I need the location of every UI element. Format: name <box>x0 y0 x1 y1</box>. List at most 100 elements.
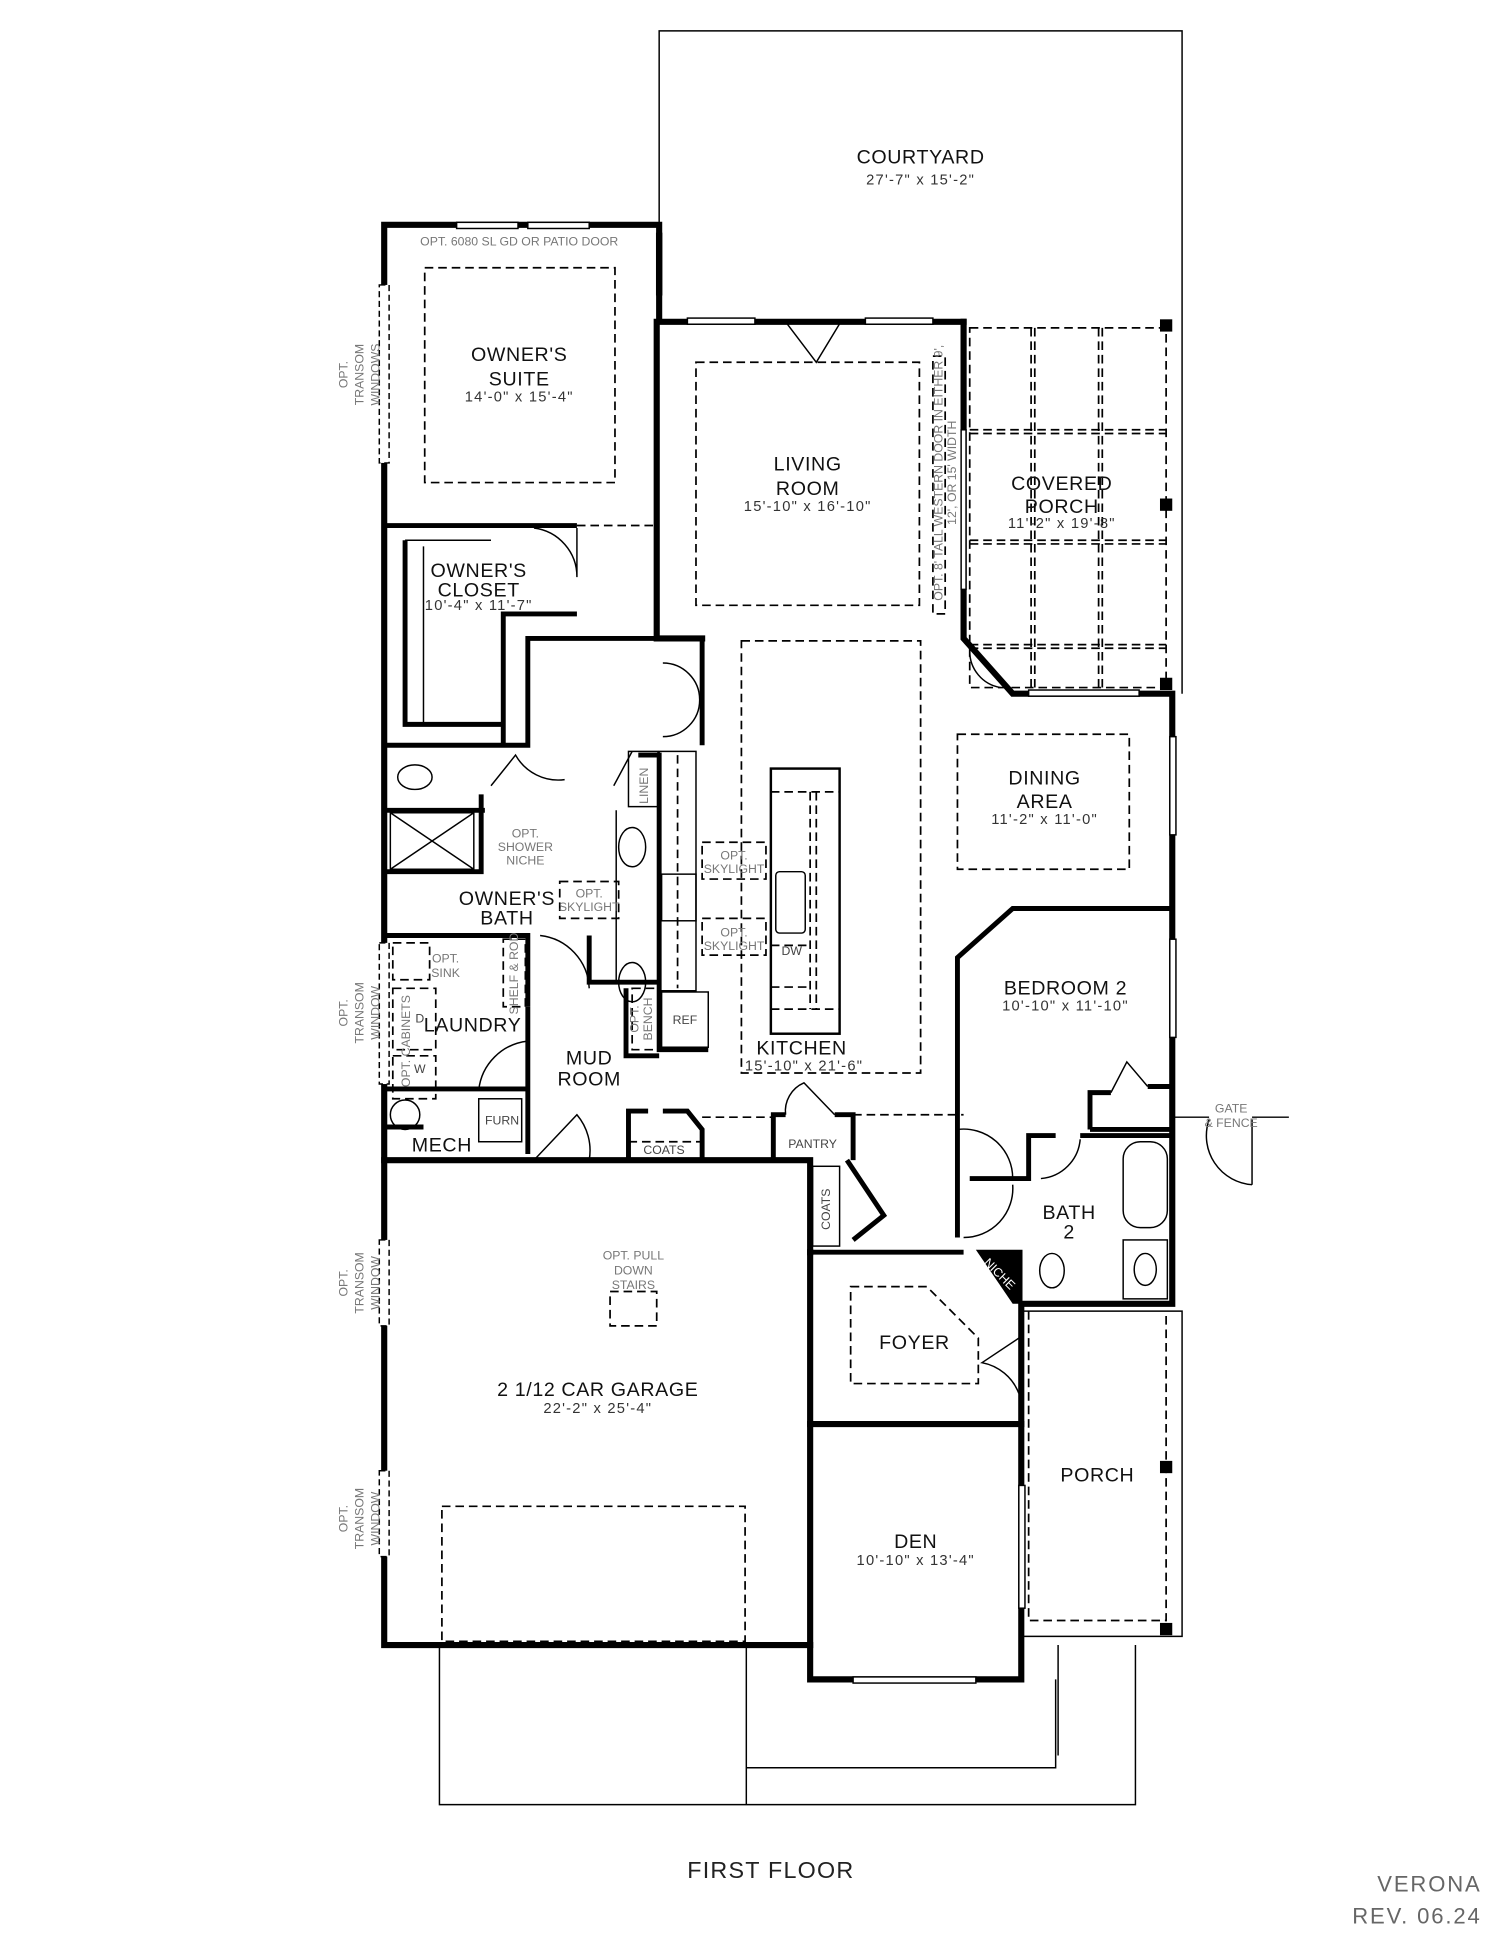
svg-text:TRANSOM: TRANSOM <box>352 344 366 405</box>
living-room-outline <box>695 361 921 607</box>
western-door-outline <box>932 355 947 615</box>
svg-text:WINDOWS: WINDOWS <box>368 344 382 406</box>
transom-window <box>378 1469 390 1558</box>
svg-text:& FENCE: & FENCE <box>1205 1116 1258 1130</box>
svg-text:OPT.: OPT. <box>576 886 603 900</box>
skylight-note-bath: OPT. SKYLIGHT <box>559 886 620 914</box>
door-swing <box>785 321 842 364</box>
door-swing <box>477 1040 528 1091</box>
svg-text:OPT.: OPT. <box>432 952 459 966</box>
living-room-name2: ROOM <box>776 478 840 500</box>
transom-windows-note: OPT. TRANSOM WINDOWS <box>336 344 382 406</box>
svg-text:WINDOW: WINDOW <box>368 986 382 1040</box>
door-swing <box>540 934 590 989</box>
pull-down-stairs <box>609 1290 658 1327</box>
toilet-icon <box>1038 1252 1065 1289</box>
owners-suite-name2: SUITE <box>489 369 550 391</box>
svg-text:OPT.: OPT. <box>720 926 747 940</box>
garage-dims: 22'-2" x 25'-4" <box>543 1401 652 1417</box>
dining-area-name: DINING <box>1008 768 1080 790</box>
closet-shelf <box>405 539 491 725</box>
covered-porch-grid <box>968 327 1167 689</box>
owners-suite-name: OWNER'S <box>471 344 567 366</box>
door-swing <box>533 527 578 578</box>
transom-window-note-garage-2: OPT. TRANSOM WINDOW <box>336 1488 382 1549</box>
plan-title: FIRST FLOOR <box>687 1857 854 1883</box>
window <box>1018 1484 1026 1609</box>
skylight <box>558 880 620 920</box>
transom-window <box>378 284 390 464</box>
window <box>852 1676 977 1684</box>
sink-icon <box>617 826 647 868</box>
svg-text:SINK: SINK <box>431 966 460 980</box>
ref-label: REF <box>673 1013 698 1027</box>
island-dash <box>770 791 840 1011</box>
shower-pan <box>389 812 475 870</box>
svg-text:OPT.: OPT. <box>336 999 350 1026</box>
svg-text:12', OR 15' WIDTH: 12', OR 15' WIDTH <box>945 421 959 525</box>
foyer-name: FOYER <box>879 1332 950 1354</box>
svg-text:NICHE: NICHE <box>506 853 544 867</box>
kitchen-island <box>769 767 841 1035</box>
svg-text:SHOWER: SHOWER <box>498 840 553 854</box>
exterior-wall <box>381 221 967 1649</box>
sink-box <box>391 942 431 981</box>
interior-wall <box>384 523 705 748</box>
owners-closet-name: OWNER'S <box>431 560 527 582</box>
bench-box <box>631 987 661 1051</box>
column <box>1159 1622 1173 1636</box>
gate-fence <box>1172 1116 1289 1185</box>
porch-outline <box>1021 1310 1183 1638</box>
svg-text:SKYLIGHT: SKYLIGHT <box>559 900 620 914</box>
svg-text:OPT. 8' TALL WESTERN DOOR IN E: OPT. 8' TALL WESTERN DOOR IN EITHER 9', <box>932 345 946 601</box>
western-door-note: OPT. 8' TALL WESTERN DOOR IN EITHER 9', … <box>932 345 960 601</box>
door-swing <box>533 1113 591 1161</box>
kitchen-name: KITCHEN <box>756 1038 846 1060</box>
linen-closet <box>627 750 659 808</box>
svg-text:SKYLIGHT: SKYLIGHT <box>704 862 765 876</box>
driveway <box>438 1645 1137 1806</box>
interior-wall <box>384 988 660 1155</box>
svg-text:WINDOW: WINDOW <box>368 1491 382 1545</box>
svg-text:OPT.: OPT. <box>336 361 350 388</box>
kitchen-dims: 15'-10" x 21'-6" <box>745 1059 863 1075</box>
model-name: VERONA <box>1377 1872 1481 1897</box>
coats-label: COATS <box>643 1143 684 1157</box>
skylight-note-kitchen-2: OPT. SKYLIGHT <box>704 926 765 954</box>
bedroom-2-dims: 10'-10" x 11'-10" <box>1002 998 1129 1014</box>
bath-2-name2: 2 <box>1063 1222 1075 1244</box>
furnace <box>477 1098 523 1143</box>
porch-name: PORCH <box>1060 1465 1134 1487</box>
furn-label: FURN <box>485 1114 519 1128</box>
kitchen-outline <box>740 640 922 1074</box>
bathtub <box>1122 1140 1169 1229</box>
pantry-label: PANTRY <box>788 1137 837 1151</box>
svg-text:TRANSOM: TRANSOM <box>352 982 366 1043</box>
transom-window-note-laundry: OPT. TRANSOM WINDOW <box>336 982 382 1043</box>
dryer-label: D <box>415 1012 424 1026</box>
linen-label: LINEN <box>637 768 651 804</box>
svg-text:OPT.: OPT. <box>512 826 539 840</box>
transom-window <box>378 1239 390 1327</box>
washer-label: W <box>414 1062 426 1076</box>
toilet-icon <box>396 764 433 791</box>
pull-down-stairs-note: OPT. PULL DOWN STAIRS <box>603 1249 665 1292</box>
svg-text:OPT. PULL: OPT. PULL <box>603 1249 665 1263</box>
covered-porch-name: COVERED <box>1011 473 1112 495</box>
door-swing <box>662 662 701 738</box>
courtyard-outline <box>658 30 1183 694</box>
living-room-name: LIVING <box>774 453 842 475</box>
window <box>686 317 756 325</box>
skylight-note-kitchen-1: OPT. SKYLIGHT <box>704 848 765 876</box>
window <box>1027 689 1140 697</box>
window <box>455 221 519 230</box>
cabinets-note: OPT. CABINETS <box>399 995 413 1087</box>
interior-wall <box>381 1157 814 1256</box>
transom-window-note-garage-1: OPT. TRANSOM WINDOW <box>336 1252 382 1313</box>
svg-text:OPT.: OPT. <box>627 1005 641 1032</box>
owners-closet-dims: 10'-4" x 11'-7" <box>425 598 533 614</box>
courtyard-name: COURTYARD <box>857 146 985 168</box>
dining-area-name2: AREA <box>1017 791 1073 813</box>
laundry-name: LAUNDRY <box>424 1014 522 1036</box>
